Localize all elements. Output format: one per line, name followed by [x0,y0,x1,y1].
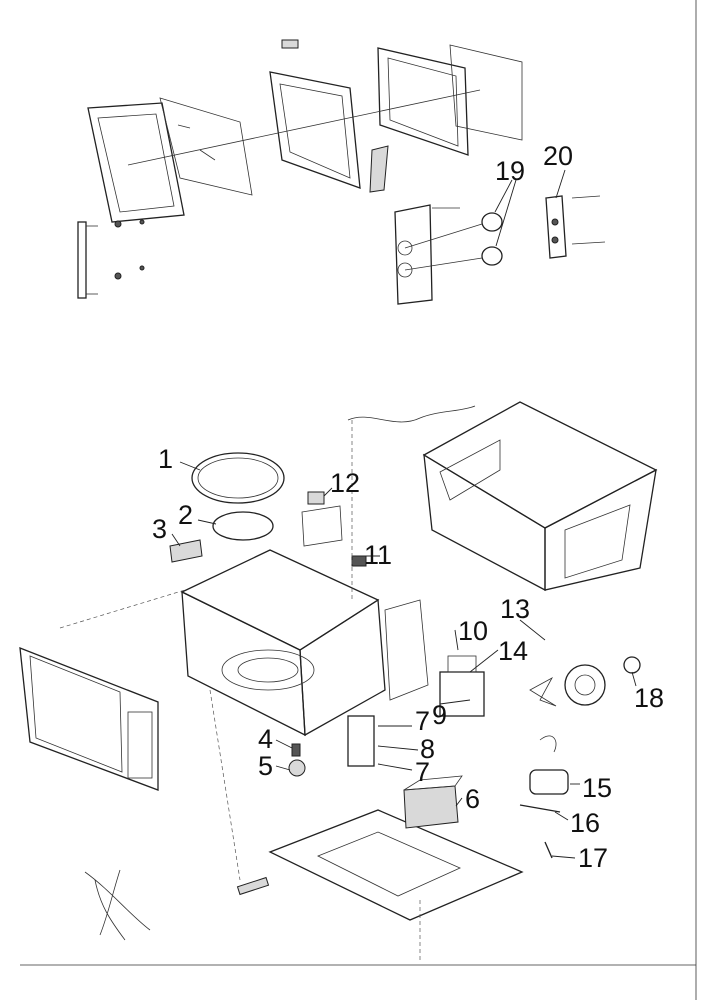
callout-20: 20 [543,141,573,171]
base-plate [236,809,524,921]
leader-7b [377,763,413,771]
leader-5 [275,765,291,771]
leader-19a [494,179,513,213]
hv-capacitor [529,735,569,795]
leader-14 [469,649,499,673]
roller-ring [212,511,274,541]
leader-9 [439,699,471,705]
callout-14: 14 [498,636,528,666]
thermostat [307,491,325,505]
oven-cavity [180,549,429,737]
fan-blade [529,676,557,707]
control-panel [394,204,460,305]
callout-13: 13 [500,594,530,624]
door-frame [87,102,185,223]
door-handle [77,219,145,299]
hv-fuse [544,841,553,859]
callout-5: 5 [258,751,273,781]
door-inner-frame [269,39,361,189]
leader-13 [519,619,546,641]
callout-18: 18 [634,683,664,713]
interlock-switch-holder [347,715,375,767]
leader-1 [179,461,201,471]
callout-11: 11 [364,540,392,570]
callout-6: 6 [465,784,480,814]
door-hinge [281,39,299,49]
callout-7b: 7 [415,757,430,787]
front-door [19,647,159,791]
power-cord [347,405,476,423]
hv-diode [519,804,561,813]
timer-bracket [545,195,606,259]
control-knobs [404,212,503,271]
outer-case [422,401,658,592]
leader-18 [631,671,637,687]
lamp-cover [301,505,343,547]
callout-2: 2 [178,500,193,530]
callout-9: 9 [432,700,447,730]
main-body-assembly [19,401,658,960]
leader-17 [551,855,576,859]
leader-4 [275,739,293,749]
glass-turntable [191,452,285,504]
leader-20 [555,169,566,199]
callout-7a: 7 [415,706,430,736]
guide-line-a [209,689,241,881]
callout-17: 17 [578,843,608,873]
callout-10: 10 [458,616,488,646]
turntable-motor [288,759,306,777]
leader-6 [455,797,463,807]
callout-8: 8 [420,734,435,764]
hv-transformer [403,775,463,829]
leader-12 [323,487,333,497]
waveguide-cover [169,539,203,563]
door-glass [159,97,253,196]
callout-4: 4 [258,724,273,754]
door-assembly-axis [127,89,481,166]
wire-harness [84,869,151,941]
leader-8 [377,745,419,751]
leader-10 [454,629,459,651]
leader-19b [495,179,517,247]
callout-3: 3 [152,514,167,544]
leader-2 [197,519,217,525]
guide-line-d [59,589,186,629]
door-assembly [77,39,606,305]
coupler [291,743,301,757]
callout-19: 19 [495,156,525,186]
magnetron [439,655,485,717]
callout-labels: 20 19 1 12 2 3 11 13 10 14 18 9 7 4 8 5 … [152,141,664,873]
callout-12: 12 [330,468,360,498]
door-choke-frame [377,47,469,156]
callout-1: 1 [158,444,173,474]
leader-3 [171,533,181,547]
fan-motor [564,656,641,706]
latch-hook [369,145,389,193]
callout-16: 16 [570,808,600,838]
leader-16 [554,811,569,821]
callout-15: 15 [582,773,612,803]
door-film [449,44,523,141]
